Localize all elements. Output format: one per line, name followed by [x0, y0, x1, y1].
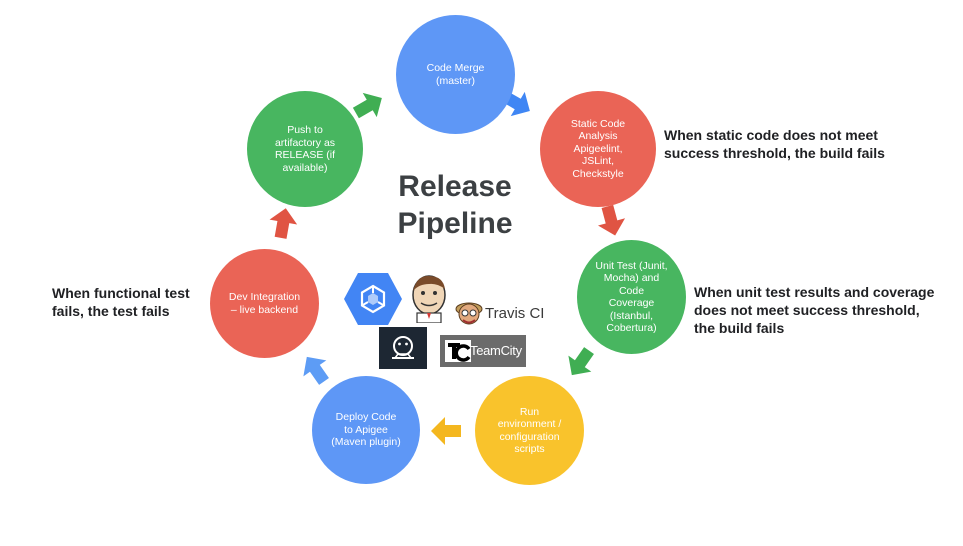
arrow-run-to-deploy	[431, 417, 461, 445]
arrow-deploy-to-dev	[303, 356, 329, 385]
stage-code-merge: Code Merge (master)	[396, 15, 515, 134]
note-unit-test: When unit test results and coverage does…	[694, 284, 935, 336]
stage-static-code-analysis-label: Static Code Analysis Apigeelint, JSLint,…	[570, 117, 626, 180]
stage-run-environment-label: Run environment / configuration scripts	[497, 405, 562, 456]
arrow-dev-to-push	[269, 208, 298, 239]
stage-run-environment: Run environment / configuration scripts	[475, 376, 584, 485]
stage-dev-integration: Dev Integration – live backend	[210, 249, 319, 358]
arrow-push-to-merge	[352, 92, 382, 119]
stage-deploy-code: Deploy Code to Apigee (Maven plugin)	[312, 376, 420, 484]
stage-unit-test-label: Unit Test (Junit, Mocha) and Code Covera…	[595, 259, 668, 335]
stage-static-code-analysis: Static Code Analysis Apigeelint, JSLint,…	[540, 91, 656, 207]
arrow-unit-to-run	[568, 347, 594, 376]
cloud-build-icon	[344, 273, 402, 325]
note-static-code: When static code does not meet success t…	[664, 127, 885, 161]
arrow-static-to-unit	[597, 204, 626, 236]
stage-dev-integration-label: Dev Integration – live backend	[228, 291, 301, 316]
stage-unit-test: Unit Test (Junit, Mocha) and Code Covera…	[577, 240, 686, 354]
note-functional-test: When functional test fails, the test fai…	[52, 285, 190, 319]
travis-ci-icon	[455, 302, 483, 325]
teamcity-logo: TeamCity	[440, 335, 526, 367]
travis-ci-label: Travis CI	[485, 305, 545, 322]
concourse-icon	[379, 327, 427, 369]
stage-code-merge-label: Code Merge (master)	[426, 62, 485, 87]
teamcity-icon	[445, 340, 471, 362]
diagram-title: Release Pipeline	[397, 170, 513, 240]
stage-push-artifactory-label: Push to artifactory as RELEASE (if avail…	[274, 124, 336, 174]
jenkins-icon	[412, 275, 446, 323]
stage-deploy-code-label: Deploy Code to Apigee (Maven plugin)	[331, 411, 401, 449]
stage-push-artifactory: Push to artifactory as RELEASE (if avail…	[247, 91, 363, 207]
teamcity-label: TeamCity	[470, 343, 522, 358]
